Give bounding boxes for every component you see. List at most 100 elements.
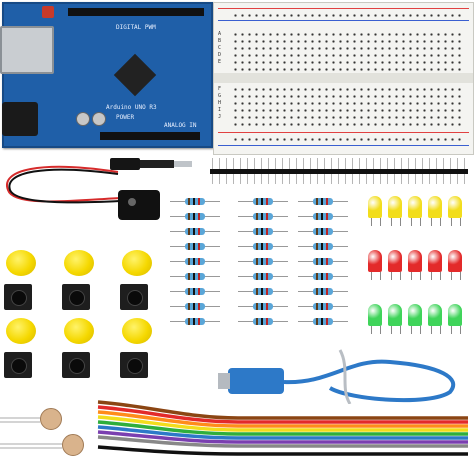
resistor [238, 303, 288, 310]
board-title: DIGITAL PWM [116, 24, 156, 31]
led-yellow [368, 196, 382, 226]
photoresistor [40, 408, 62, 430]
jumper-wire [97, 430, 468, 444]
dc-barrel-plug [110, 158, 192, 170]
power-rail-red [218, 8, 469, 9]
board-brand: Arduino UNO R3 [106, 104, 157, 111]
led-red [448, 250, 462, 280]
usb-cable [200, 348, 468, 404]
resistor [170, 228, 220, 235]
center-channel [214, 73, 473, 83]
jumper-wire [97, 445, 468, 456]
resistor-group [170, 198, 220, 338]
analog-header [100, 132, 200, 140]
pin-header-strip [210, 158, 468, 184]
jumper-wire [97, 435, 468, 448]
jumper-wire [97, 410, 468, 428]
led-yellow [428, 196, 442, 226]
resistor [238, 258, 288, 265]
led-yellow [448, 196, 462, 226]
button-cap [6, 318, 36, 344]
battery-snap [118, 190, 160, 220]
jumper-wire-ribbon [97, 400, 468, 456]
resistor [238, 198, 288, 205]
rail-holes [232, 12, 463, 17]
usb-b-port [0, 26, 54, 74]
resistor [298, 303, 348, 310]
tact-switch [62, 284, 90, 310]
resistor [170, 288, 220, 295]
arduino-board: DIGITAL PWM Arduino UNO R3 POWER ANALOG … [0, 2, 213, 148]
resistor [298, 243, 348, 250]
photoresistor [62, 434, 84, 456]
resistor [298, 288, 348, 295]
led-group [360, 196, 470, 336]
microcontroller-chip [113, 53, 157, 97]
led-yellow [388, 196, 402, 226]
resistor [298, 318, 348, 325]
button-group [0, 244, 170, 384]
dc-power-jack [2, 102, 38, 136]
power-rail-blue [218, 20, 469, 21]
led-red [368, 250, 382, 280]
jumper-wire [97, 400, 468, 420]
tact-switch [62, 352, 90, 378]
led-green [428, 304, 442, 334]
resistor [238, 228, 288, 235]
capacitor [92, 112, 106, 126]
resistor [298, 198, 348, 205]
button-cap [64, 318, 94, 344]
resistor [170, 303, 220, 310]
terminal-holes-top [232, 31, 463, 71]
capacitor [76, 112, 90, 126]
button-cap [64, 250, 94, 276]
rail-holes [232, 136, 463, 141]
resistor [298, 213, 348, 220]
jumper-wire [97, 440, 468, 452]
jumper-wire [97, 425, 468, 440]
led-red [428, 250, 442, 280]
resistor [238, 288, 288, 295]
led-green [408, 304, 422, 334]
button-cap [122, 318, 152, 344]
led-yellow [408, 196, 422, 226]
power-label: POWER [116, 114, 135, 121]
resistor [170, 258, 220, 265]
terminal-holes-bottom [232, 86, 463, 126]
led-red [408, 250, 422, 280]
resistor [170, 273, 220, 280]
tact-switch [4, 284, 32, 310]
resistor-group [298, 198, 348, 338]
tact-switch [120, 352, 148, 378]
battery-clip-cable [6, 165, 121, 204]
tact-switch [4, 352, 32, 378]
photoresistor-leads [0, 417, 62, 449]
led-green [388, 304, 402, 334]
resistor [238, 318, 288, 325]
button-cap [122, 250, 152, 276]
reset-button [42, 6, 54, 18]
resistor [238, 273, 288, 280]
resistor-group [238, 198, 288, 338]
jumper-wire [97, 405, 468, 424]
power-rail-red [218, 132, 469, 133]
button-cap [6, 250, 36, 276]
led-green [368, 304, 382, 334]
digital-header [68, 8, 204, 16]
jumper-wire [97, 415, 468, 432]
resistor [298, 273, 348, 280]
resistor [298, 258, 348, 265]
power-rail-blue [218, 145, 469, 146]
jumper-wire [97, 420, 468, 436]
resistor [238, 213, 288, 220]
resistor [298, 228, 348, 235]
tact-switch [120, 284, 148, 310]
resistor [170, 318, 220, 325]
led-green [448, 304, 462, 334]
resistor [238, 243, 288, 250]
resistor [170, 198, 220, 205]
analog-label: ANALOG IN [164, 122, 197, 129]
